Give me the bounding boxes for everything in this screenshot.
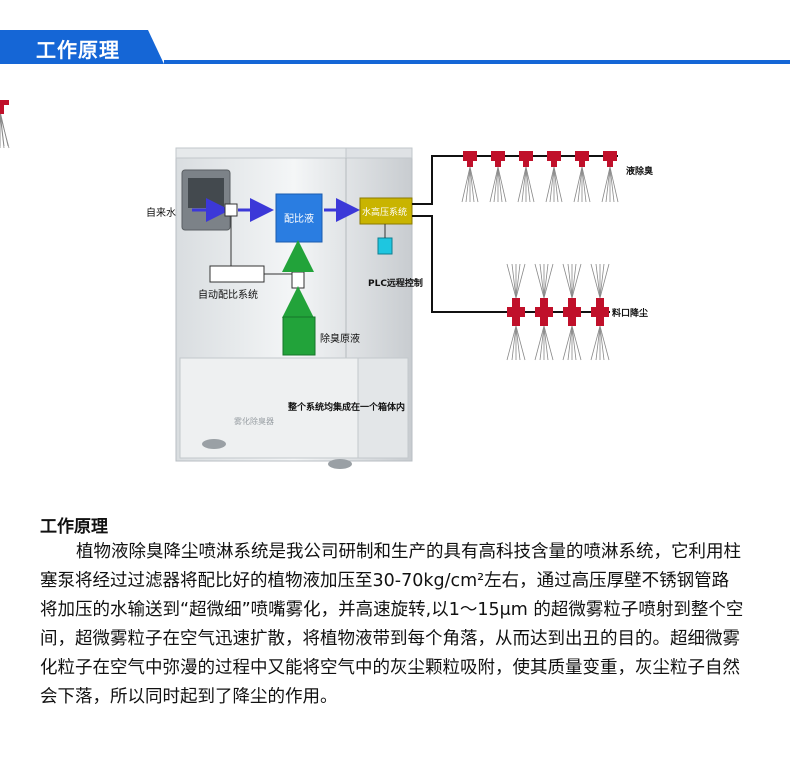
label-ratio-liquid: 配比液	[284, 214, 314, 225]
diagram-graphics	[0, 100, 619, 469]
section-title: 工作原理	[40, 517, 108, 537]
label-cabinet: 雾化除臭器	[234, 417, 274, 426]
label-auto-ratio: 自动配比系统	[198, 290, 258, 301]
label-pressure-system: 水高压系统	[362, 208, 408, 218]
header-underline	[164, 60, 790, 64]
header-bar: 工作原理	[0, 30, 790, 64]
dosing-valve	[291, 271, 305, 289]
inlet-valve	[224, 203, 238, 217]
header-tab	[0, 30, 164, 64]
label-plc: PLC远程控制	[368, 279, 423, 289]
bottom-nozzle-row	[0, 100, 610, 361]
ratio-liquid-box	[275, 193, 323, 243]
label-integrated-note: 整个系统均集成在一个箱体内	[288, 403, 406, 413]
header-title: 工作原理	[36, 38, 120, 62]
pressure-system-box	[359, 197, 413, 225]
label-tap-water: 自来水	[146, 208, 176, 219]
plc-module	[377, 237, 393, 255]
working-principle-diagram: 自来水 配比液 水高压系统 自动配比系统 除臭原液 PLC远程控制 液除臭 料口…	[0, 100, 790, 500]
body-paragraph: 植物液除臭降尘喷淋系统是我公司研制和生产的具有高科技含量的喷淋系统，它利用柱塞泵…	[40, 542, 744, 707]
label-feed-dust: 料口降尘	[612, 309, 649, 319]
auto-ratio-box	[209, 265, 265, 283]
label-deodorant-liquid: 除臭原液	[320, 334, 360, 345]
label-liquid-deodorize: 液除臭	[626, 167, 654, 177]
deodorant-liquid-box	[282, 316, 316, 356]
